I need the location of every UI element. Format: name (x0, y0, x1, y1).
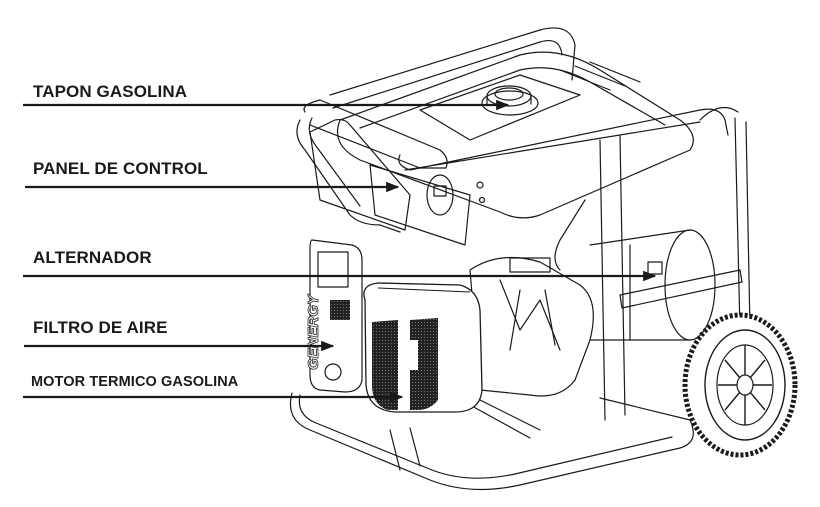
fuel-cap-shape (481, 85, 539, 116)
label-alternator: ALTERNADOR (33, 248, 152, 267)
frame-front-vertical (599, 135, 626, 421)
label-fuel-cap: TAPON GASOLINA (33, 82, 188, 101)
engine-shroud (363, 282, 483, 413)
label-engine: MOTOR TERMICO GASOLINA (31, 374, 239, 390)
air-filter-grille (330, 300, 350, 320)
frame-right-back (734, 117, 751, 331)
frame-top-rear (329, 27, 576, 109)
frame-front-left (296, 117, 401, 233)
brand-text: GENERGY (305, 293, 322, 370)
alternator-shape (589, 229, 716, 341)
base-frame (289, 392, 694, 491)
air-filter-panel (309, 239, 363, 393)
label-control-panel: PANEL DE CONTROL (33, 159, 208, 178)
control-panel-shape (369, 164, 471, 246)
fuel-tank (336, 51, 694, 219)
engine-block (469, 256, 594, 397)
label-air-filter: FILTRO DE AIRE (33, 318, 168, 337)
wheel (682, 312, 798, 458)
